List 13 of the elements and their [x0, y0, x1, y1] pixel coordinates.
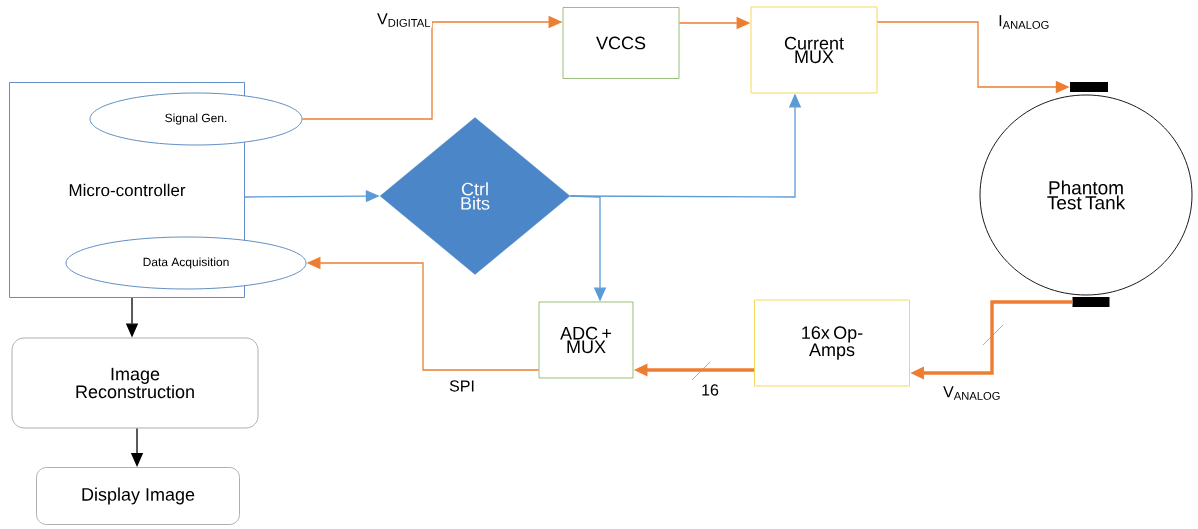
edge-label: 16 [700, 383, 720, 397]
edge-label: V$_{ANALOG}$ [942, 385, 1002, 401]
process-box: Image Reconstruction [11, 337, 259, 429]
electrode-bar [1072, 297, 1110, 307]
process-box: ADC + MUX [538, 301, 634, 379]
process-box: Current MUX [750, 6, 878, 94]
edge-label: V$_{DIGITAL}$ [376, 12, 432, 28]
process-box: 16x Op-Amps [754, 299, 910, 387]
electrode-bar [1070, 82, 1108, 92]
process-box: VCCS [562, 7, 680, 79]
edge-label: SPI [448, 379, 476, 393]
edge-label: I$_{ANALOG}$ [997, 14, 1051, 30]
process-box: Display Image [36, 467, 240, 525]
